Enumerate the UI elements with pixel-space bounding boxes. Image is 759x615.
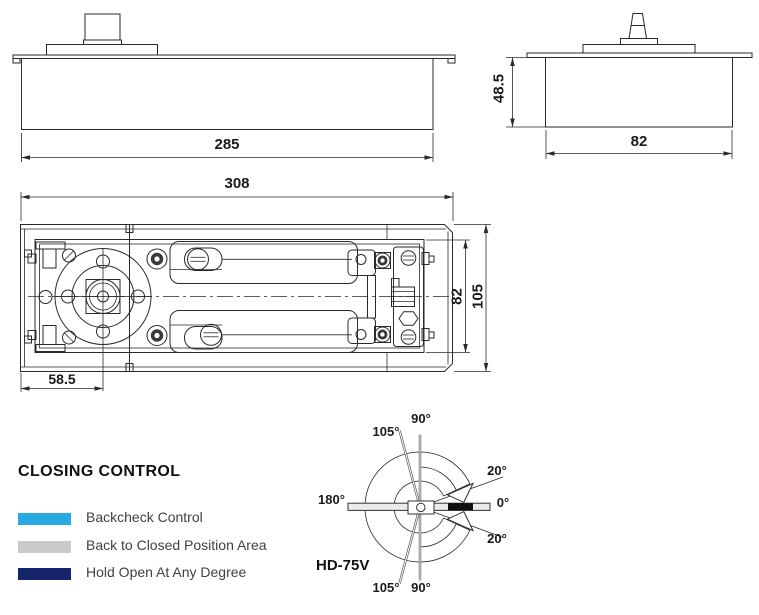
model-label: HD-75V	[316, 557, 370, 574]
angle-label-20-lower: 20°	[487, 531, 507, 546]
cam-assembly	[38, 248, 152, 391]
corner-bracket-top-left	[24, 241, 76, 269]
end-view	[506, 13, 753, 159]
mounting-plate	[582, 44, 696, 54]
dim-label-285: 285	[214, 136, 240, 153]
spindle-collar	[620, 38, 658, 45]
cover-plate	[12, 54, 456, 59]
closed-area-sector-bottom	[419, 517, 471, 563]
plan-view	[20, 192, 491, 392]
closing-arrow-lower	[446, 510, 475, 532]
dimension-58-5	[20, 373, 103, 392]
angle-label-0: 0°	[496, 495, 510, 510]
side-view	[12, 13, 456, 162]
legend-label-backcheck: Backcheck Control	[86, 509, 203, 525]
valve-block	[347, 225, 435, 371]
angle-label-105-top: 105°	[372, 424, 400, 439]
anchor-screw-bottom	[146, 325, 168, 346]
corner-bracket-bottom-left	[24, 325, 76, 352]
spindle-collar	[83, 39, 122, 45]
dim-label-82-end: 82	[630, 133, 648, 150]
dimension-285	[21, 133, 434, 162]
outer-plate	[20, 224, 453, 372]
dim-label-82-plan: 82	[448, 288, 466, 305]
angle-label-180: 180°	[318, 492, 345, 507]
closing-control-title: CLOSING CONTROL	[18, 463, 181, 480]
dim-label-308: 308	[224, 175, 250, 192]
dimension-308	[20, 192, 454, 221]
hold-open-sector	[364, 453, 414, 561]
anchor-screw-top	[146, 248, 168, 270]
dimension-48-5	[506, 57, 546, 128]
closed-position-mark	[448, 503, 473, 511]
rotation-diagram	[347, 430, 504, 584]
angle-label-105-bottom: 105°	[372, 580, 400, 595]
closer-body	[21, 58, 434, 130]
angle-label-20-upper: 20°	[487, 463, 507, 478]
dim-label-48-5: 48.5	[490, 73, 508, 104]
angle-label-90-top: 90°	[411, 411, 431, 426]
legend-swatch-hold-open	[18, 568, 71, 580]
dim-label-58-5: 58.5	[48, 371, 76, 387]
cover-plate	[526, 52, 753, 58]
legend-swatch-backcheck	[18, 513, 71, 525]
dimension-82-plan	[426, 239, 470, 353]
dimension-105	[454, 224, 491, 372]
legend-swatch-closed-area	[18, 540, 71, 553]
arm-plate-bottom	[169, 310, 358, 353]
pivot-center	[416, 502, 426, 513]
arm-plate-top	[169, 241, 358, 284]
end-panel	[393, 246, 424, 347]
legend-label-hold-open: Hold Open At Any Degree	[86, 564, 247, 580]
spindle-block	[84, 13, 121, 41]
closer-body	[545, 57, 733, 128]
dim-label-105: 105	[469, 283, 487, 310]
closing-arrow-upper	[446, 482, 475, 504]
angle-label-90-bottom: 90°	[411, 580, 431, 595]
legend-label-closed-area: Back to Closed Position Area	[86, 536, 267, 553]
hex-nut	[398, 311, 419, 326]
mounting-plate	[46, 44, 158, 56]
dimension-82-end	[545, 130, 733, 159]
